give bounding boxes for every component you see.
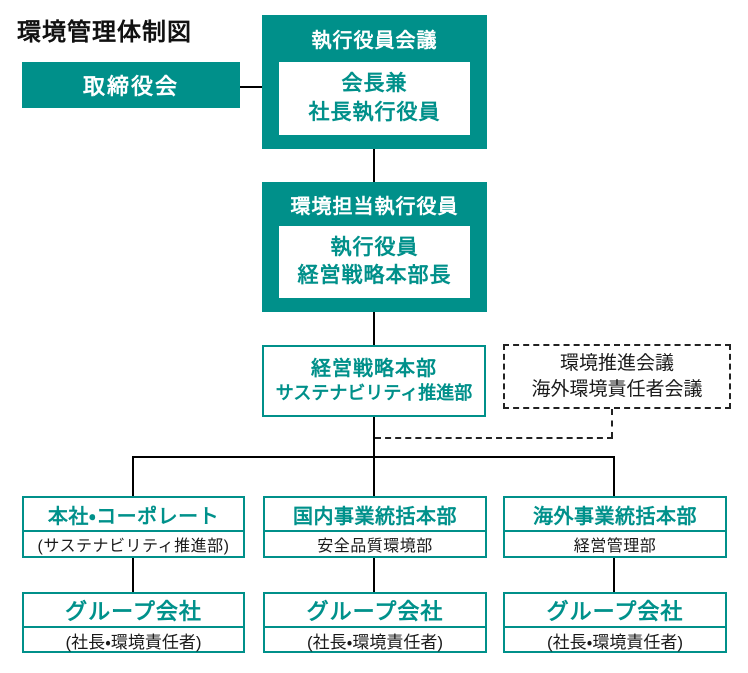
environment-councils-line1: 環境推進会議: [559, 352, 674, 374]
dept-subtitle-domestic: 安全品質環境部: [317, 538, 433, 555]
group-subtitle-domestic: (社長・環境責任者): [306, 633, 444, 652]
environment-officer-header: 環境担当執行役員: [290, 195, 459, 218]
connector-drop-col1: [132, 456, 134, 496]
group-subtitle-overseas: (社長・環境責任者): [546, 633, 684, 652]
connector-strategy-to-distributor: [373, 417, 375, 458]
dept-title-headquarters: 本社・コーポレート: [24, 498, 243, 532]
strategy-division-line1: 経営戦略本部: [311, 358, 437, 381]
group-title-overseas: グループ会社: [505, 594, 725, 628]
executive-council-inner-line1: 会長兼: [341, 72, 408, 96]
connector-drop-col3: [613, 456, 615, 496]
group-box-headquarters: グループ会社 (社長・環境責任者): [22, 592, 245, 653]
connector-envofficer-to-strategy: [373, 312, 375, 345]
diagram-title: 環境管理体制図: [17, 19, 192, 46]
strategy-division-line2: サステナビリティ推進部: [275, 383, 473, 404]
group-box-domestic: グループ会社 (社長・環境責任者): [263, 592, 487, 653]
environment-officer-box: 環境担当執行役員 執行役員 経営戦略本部長: [262, 182, 487, 312]
dashed-connector-vertical: [611, 409, 613, 438]
connector-col3-to-group3: [613, 558, 615, 592]
environment-councils-dashed-box: 環境推進会議 海外環境責任者会議: [503, 344, 731, 409]
environment-officer-inner-line1: 執行役員: [330, 235, 419, 259]
dept-box-headquarters: 本社・コーポレート (サステナビリティ推進部): [22, 496, 245, 558]
dept-title-overseas: 海外事業統括本部: [505, 498, 725, 532]
connector-board-to-exec: [240, 86, 262, 88]
board-of-directors-box: 取締役会: [22, 62, 240, 108]
executive-council-header: 執行役員会議: [311, 30, 438, 52]
environment-officer-inner-line2: 経営戦略本部長: [297, 264, 452, 287]
group-subtitle-headquarters: (社長・環境責任者): [65, 633, 202, 652]
strategy-division-box: 経営戦略本部 サステナビリティ推進部: [262, 345, 486, 417]
board-of-directors-label: 取締役会: [82, 74, 179, 99]
executive-council-inner-line2: 社長執行役員: [308, 100, 441, 124]
executive-council-box: 執行役員会議 会長兼 社長執行役員: [262, 15, 487, 149]
group-box-overseas: グループ会社 (社長・環境責任者): [503, 592, 727, 653]
environment-councils-line2: 海外環境責任者会議: [531, 378, 703, 400]
connector-exec-to-envofficer: [373, 149, 375, 182]
dept-box-domestic: 国内事業統括本部 安全品質環境部: [263, 496, 487, 558]
dept-box-overseas: 海外事業統括本部 経営管理部: [503, 496, 727, 558]
connector-drop-col2: [373, 456, 375, 496]
dept-title-domestic: 国内事業統括本部: [265, 498, 485, 532]
dept-subtitle-overseas: 経営管理部: [573, 538, 657, 555]
dashed-connector-horizontal: [375, 437, 613, 439]
connector-col2-to-group2: [373, 558, 375, 592]
group-title-headquarters: グループ会社: [24, 594, 243, 628]
environment-officer-inner-box: 執行役員 経営戦略本部長: [279, 226, 470, 298]
executive-council-inner-box: 会長兼 社長執行役員: [279, 62, 470, 135]
dept-subtitle-headquarters: (サステナビリティ推進部): [37, 538, 230, 555]
group-title-domestic: グループ会社: [265, 594, 485, 628]
connector-col1-to-group1: [132, 558, 134, 592]
